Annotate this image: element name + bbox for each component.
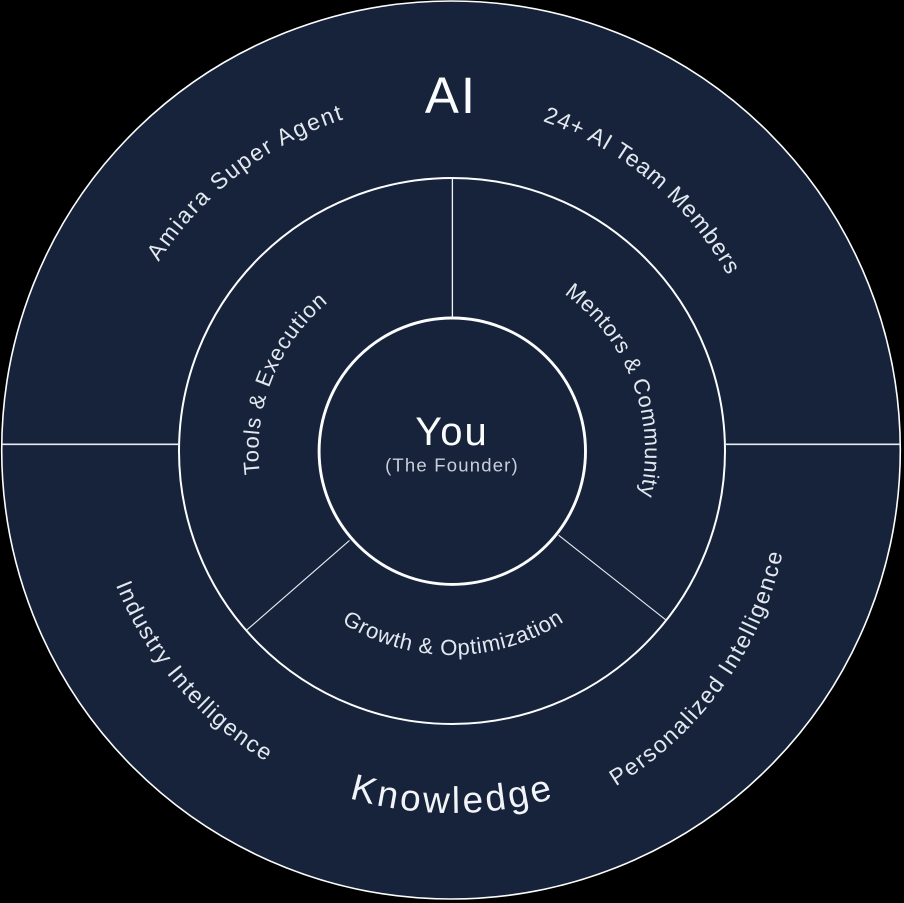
svg-text:You: You bbox=[415, 410, 489, 454]
svg-text:AI: AI bbox=[425, 67, 477, 124]
svg-text:(The Founder): (The Founder) bbox=[385, 455, 519, 476]
